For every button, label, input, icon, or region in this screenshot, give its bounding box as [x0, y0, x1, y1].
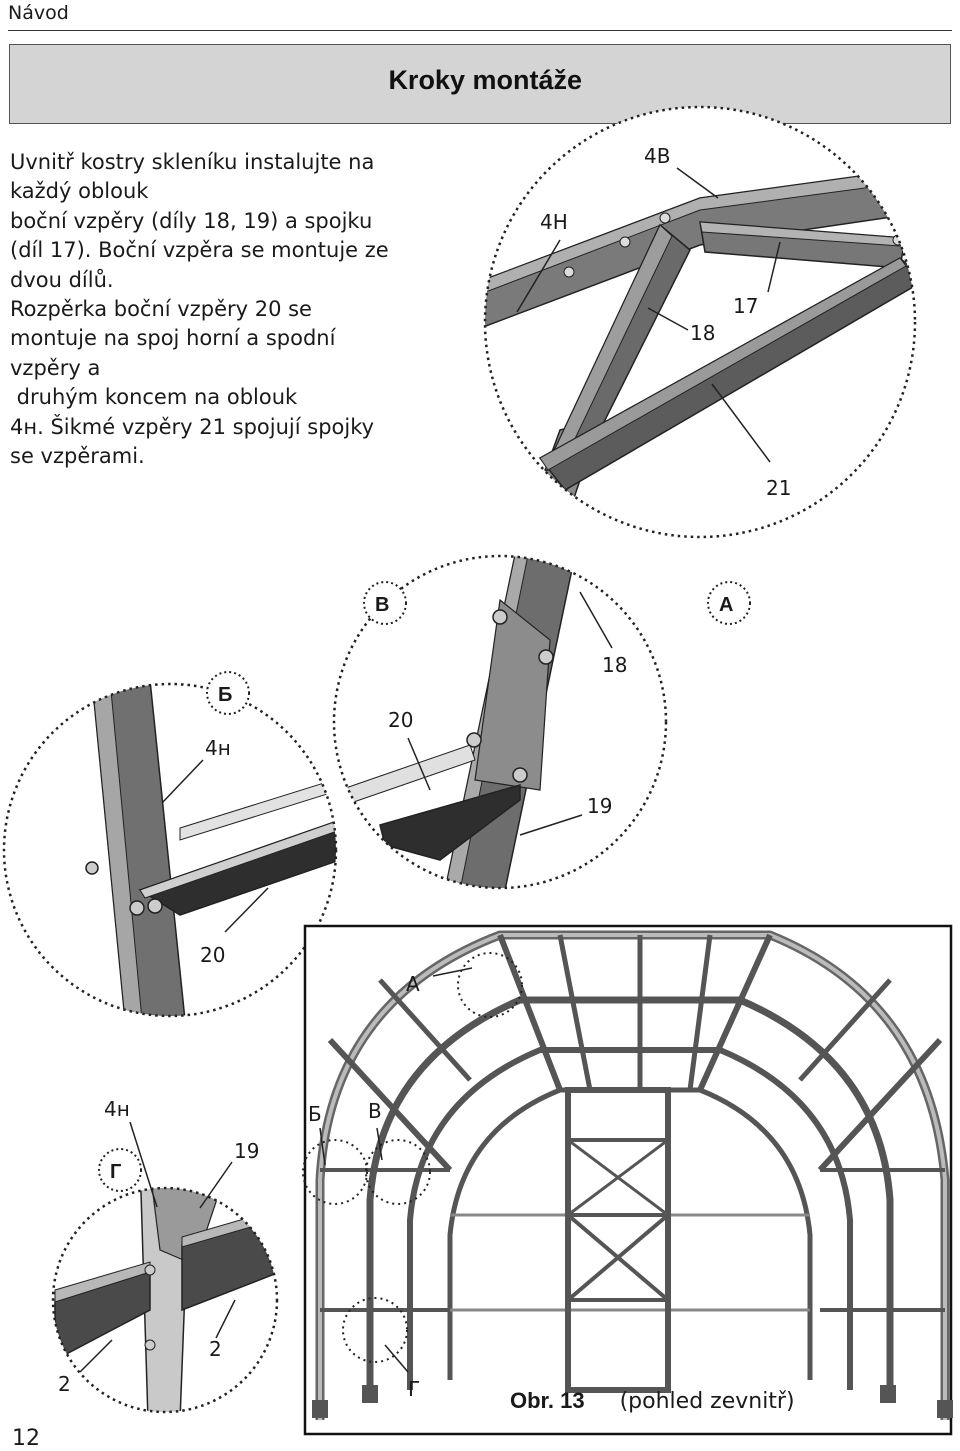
detail-g-circle: Г 4н 19 2 2	[51, 1097, 279, 1414]
figure-caption: Obr. 13 (pohled zevnitř)	[510, 1388, 795, 1414]
marker-g: Г	[110, 1161, 121, 1183]
intro-text: Uvnitř kostry skleníku instalujte na kaž…	[10, 148, 430, 471]
title-banner: Kroky montáže	[9, 44, 951, 124]
marker-b: Б	[218, 684, 232, 706]
label-2: 2	[58, 1372, 71, 1396]
label-4n: 4н	[205, 736, 231, 760]
header-divider	[8, 30, 952, 31]
label-19: 19	[234, 1139, 259, 1163]
intro-line: montuje na spoj horní a spodní	[10, 326, 336, 351]
intro-line: boční vzpěry (díly 18, 19) a spojku	[10, 208, 373, 233]
label-20: 20	[200, 943, 225, 967]
caption-figure-number: Obr. 13	[510, 1388, 585, 1413]
label-18: 18	[690, 321, 715, 345]
overview-label-g: Г	[408, 1377, 420, 1401]
label-4h: 4Н	[540, 210, 568, 234]
caption-description: (pohled zevnitř)	[619, 1389, 795, 1414]
label-20: 20	[388, 708, 413, 732]
marker-v: В	[375, 594, 389, 616]
marker-a: А	[719, 594, 733, 616]
intro-line: dvou dílů.	[10, 267, 114, 292]
intro-line: Rozpěrka boční vzpěry 20 se	[10, 297, 312, 322]
intro-line: druhým koncem na oblouk	[10, 385, 298, 410]
label-17: 17	[733, 294, 758, 318]
label-21: 21	[766, 476, 791, 500]
page-number: 12	[12, 1426, 40, 1451]
intro-line: 4н. Šikmé vzpěry 21 spojují spojky	[10, 414, 375, 439]
intro-line: Uvnitř kostry skleníku instalujte na	[10, 150, 375, 174]
overview-label-b: Б	[308, 1102, 322, 1126]
detail-top-circle: 4В 4Н 17 18 21	[483, 105, 917, 539]
label-4b: 4В	[644, 144, 670, 168]
label-2: 2	[209, 1337, 222, 1361]
label-19: 19	[587, 794, 612, 818]
overview-label-a: А	[406, 972, 420, 996]
overview-label-v: В	[368, 1099, 382, 1123]
overview-figure: А Б В Г	[302, 924, 953, 1436]
detail-b-circle: Б 4н 20	[2, 671, 338, 1018]
intro-line: vzpěry a	[10, 355, 101, 380]
detail-a-marker: А	[707, 581, 751, 625]
intro-line: každý oblouk	[10, 179, 149, 204]
header-label: Návod	[8, 2, 69, 24]
intro-line: (díl 17). Boční vzpěra se montuje ze	[10, 238, 389, 263]
label-18: 18	[602, 653, 627, 677]
detail-v-circle: В 18 20 19	[332, 554, 668, 890]
page-title: Kroky montáže	[388, 65, 582, 95]
intro-line: se vzpěrami.	[10, 444, 145, 469]
label-4n: 4н	[104, 1097, 130, 1121]
